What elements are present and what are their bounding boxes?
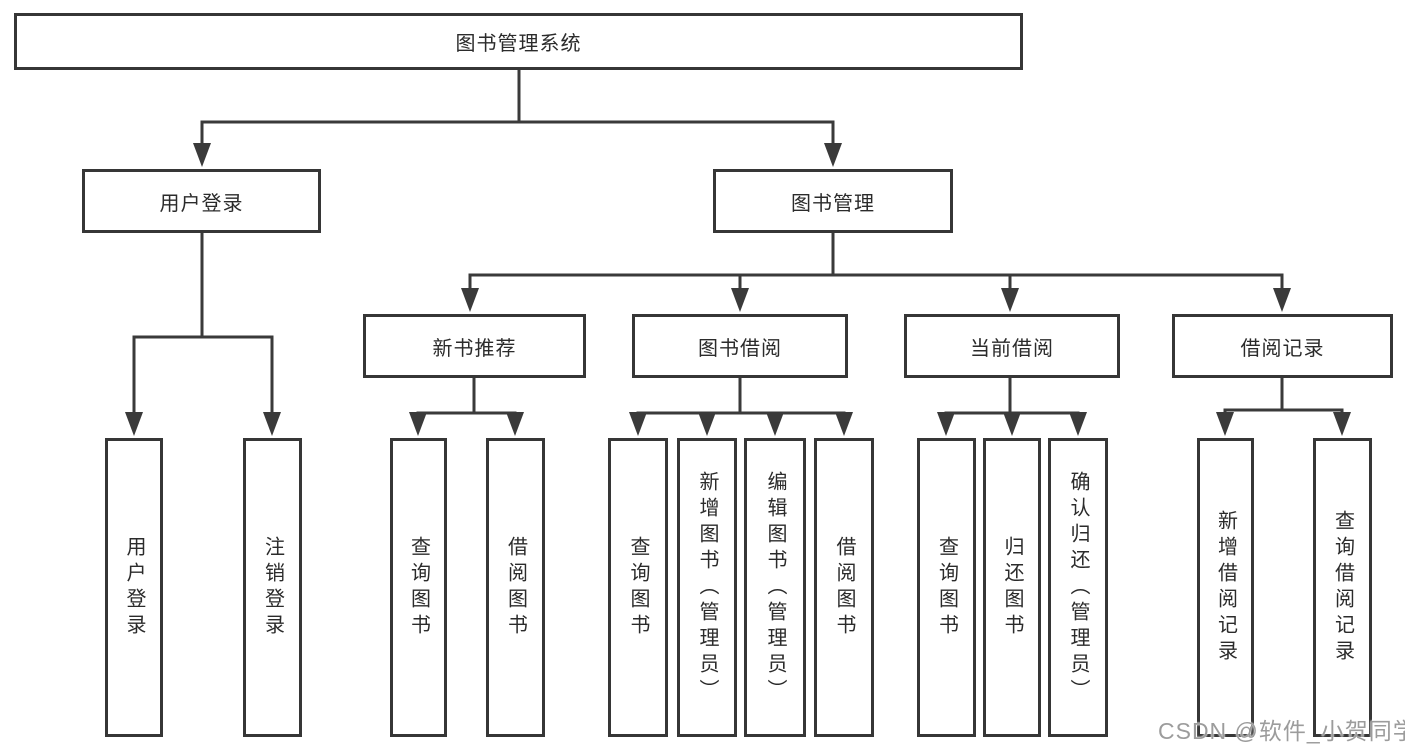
node-label: 查询图书 [935, 535, 958, 640]
node-label: 新书推荐 [432, 337, 517, 360]
leaf-current-confirm-return-admin: 确认归还（管理员） [1048, 438, 1108, 737]
leaf-borrow-query-books: 查询图书 [608, 438, 668, 737]
leaf-records-query-record: 查询借阅记录 [1313, 438, 1372, 737]
node-label: 新增图书（管理员） [696, 470, 718, 705]
node-label: 图书管理 [791, 192, 875, 215]
node-label: 用户登录 [159, 192, 244, 215]
node-label: 用户登录 [123, 535, 145, 640]
arrowheads [125, 143, 1351, 436]
leaf-logout: 注销登录 [243, 438, 302, 737]
node-book-borrow: 图书借阅 [632, 314, 848, 378]
node-label: 查询借阅记录 [1331, 509, 1354, 666]
node-borrow-records: 借阅记录 [1172, 314, 1393, 378]
node-label: 当前借阅 [970, 337, 1054, 360]
node-user-login: 用户登录 [82, 169, 321, 233]
node-label: 归还图书 [1001, 535, 1023, 640]
leaf-current-query-books: 查询图书 [917, 438, 976, 737]
node-label: 图书管理系统 [455, 33, 582, 55]
leaf-current-return-books: 归还图书 [983, 438, 1041, 737]
node-label: 编辑图书（管理员） [764, 470, 786, 705]
node-label: 借阅记录 [1240, 337, 1325, 360]
node-label: 图书借阅 [698, 337, 782, 360]
node-label: 查询图书 [407, 535, 430, 640]
node-book-management: 图书管理 [713, 169, 953, 233]
leaf-borrow-borrow-books: 借阅图书 [814, 438, 874, 737]
node-root: 图书管理系统 [14, 13, 1023, 70]
node-label: 注销登录 [261, 535, 284, 640]
leaf-records-add-record: 新增借阅记录 [1197, 438, 1254, 737]
node-label: 借阅图书 [833, 535, 855, 640]
node-new-book-recommend: 新书推荐 [363, 314, 586, 378]
leaf-borrow-add-books-admin: 新增图书（管理员） [677, 438, 737, 737]
node-label: 确认归还（管理员） [1067, 470, 1089, 705]
node-label: 查询图书 [627, 535, 649, 640]
leaf-recommend-query-books: 查询图书 [390, 438, 447, 737]
node-label: 新增借阅记录 [1214, 509, 1237, 666]
leaf-recommend-borrow-books: 借阅图书 [486, 438, 545, 737]
csdn-watermark: CSDN @软件_小贺同学 [1158, 718, 1405, 744]
node-label: 借阅图书 [504, 535, 527, 640]
leaf-borrow-edit-books-admin: 编辑图书（管理员） [744, 438, 806, 737]
node-current-borrow: 当前借阅 [904, 314, 1120, 378]
leaf-user-login: 用户登录 [105, 438, 163, 737]
